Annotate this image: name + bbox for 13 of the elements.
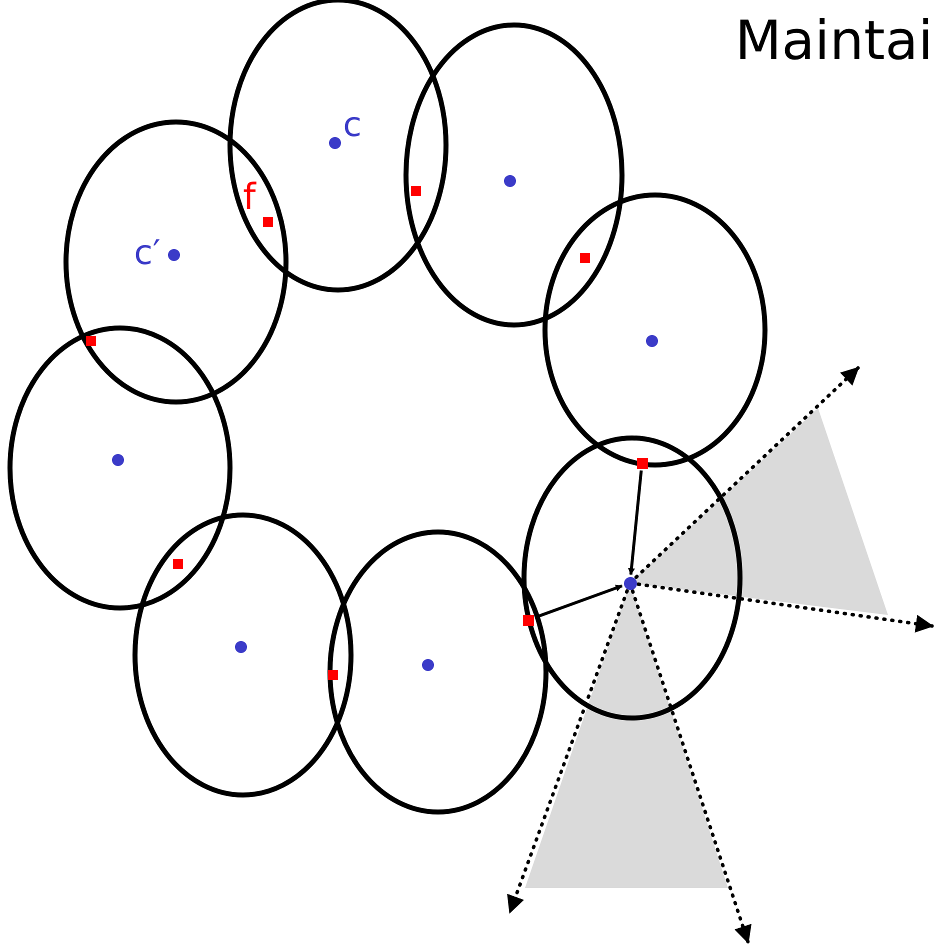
dotted-arrow: [507, 589, 629, 914]
point-label: f: [243, 180, 256, 216]
boundary-point: [636, 458, 648, 468]
point-label: c′: [134, 236, 160, 270]
boundary-point: [522, 614, 534, 626]
dotted-arrow: [634, 366, 860, 579]
dotted-arrow: [636, 582, 934, 633]
point-label: c: [343, 108, 362, 142]
title: Maintai: [735, 14, 934, 68]
arrow: [628, 470, 643, 576]
robot-dot: [624, 576, 636, 590]
dotted-arrow: [630, 589, 752, 944]
arrow: [534, 584, 623, 619]
